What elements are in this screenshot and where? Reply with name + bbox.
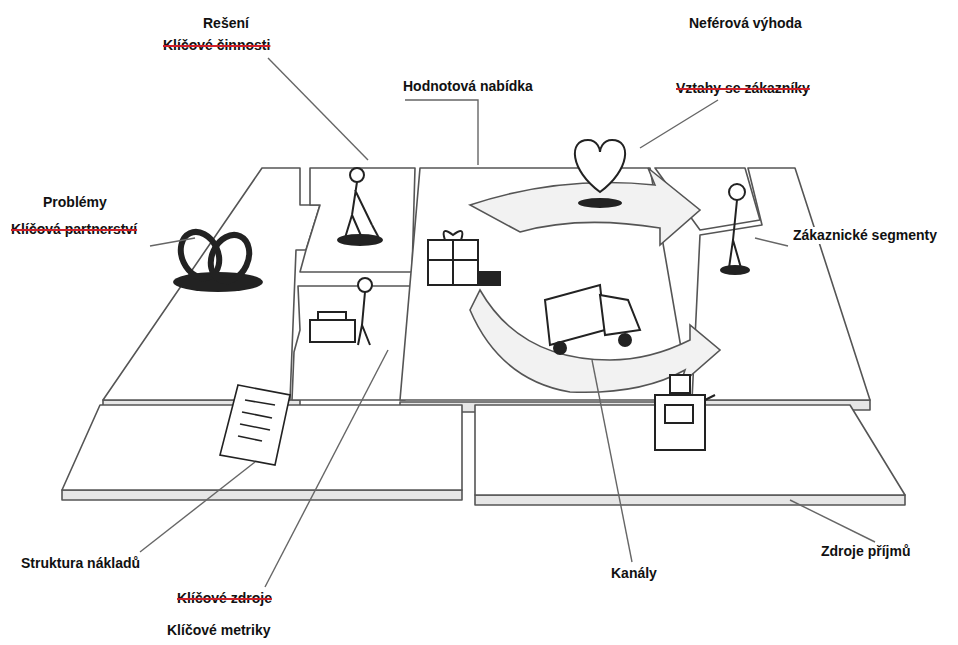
gift-icon bbox=[428, 231, 500, 285]
block-label: Hodnotová nabídka bbox=[402, 78, 534, 95]
channel-arrows bbox=[470, 168, 720, 392]
rings-icon bbox=[173, 226, 263, 292]
document-icon bbox=[220, 385, 290, 465]
customer-icon bbox=[721, 184, 749, 274]
board-blocks bbox=[62, 168, 905, 505]
block-label: Klíčové metriky bbox=[166, 622, 272, 639]
struck-label: Klíčová partnerství bbox=[10, 221, 138, 238]
block-label: Problémy bbox=[42, 194, 108, 211]
worker-icons bbox=[310, 168, 382, 345]
leader-lines bbox=[140, 58, 875, 587]
heart-icon bbox=[575, 140, 625, 208]
struck-label: Vztahy se zákazníky bbox=[675, 80, 811, 97]
block-label: Kanály bbox=[610, 565, 658, 582]
block-label: Rešení bbox=[202, 15, 250, 32]
struck-label: Klíčové zdroje bbox=[176, 590, 273, 607]
block-label: Zákaznické segmenty bbox=[792, 227, 938, 244]
block-label: Neférová výhoda bbox=[688, 15, 803, 32]
block-label: Zdroje příjmů bbox=[820, 543, 911, 560]
truck-icon bbox=[545, 285, 640, 354]
register-icon bbox=[655, 375, 715, 450]
struck-label: Klíčové činnosti bbox=[162, 37, 271, 54]
block-label: Struktura nákladů bbox=[20, 555, 141, 572]
